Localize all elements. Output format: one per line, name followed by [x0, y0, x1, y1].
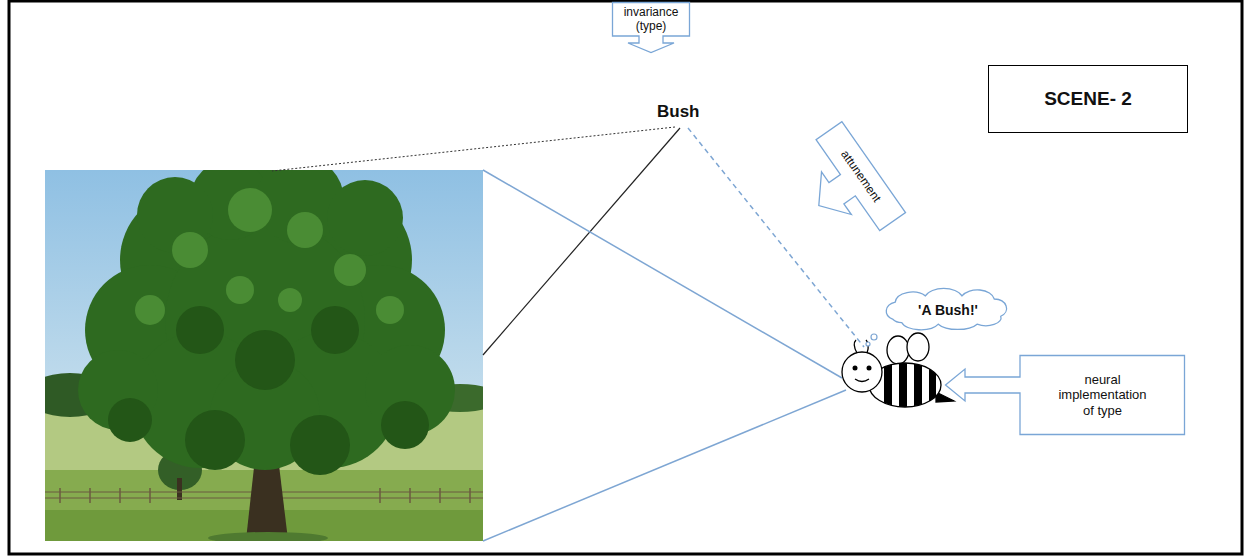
leader-line	[272, 127, 675, 171]
node-text: 'A Bush!'	[918, 302, 978, 319]
outline-path	[613, 3, 690, 53]
text-area: attunement	[816, 121, 906, 231]
bubble-tail	[866, 342, 870, 346]
bubble-tail	[871, 334, 877, 340]
text-area: SCENE- 2	[989, 66, 1187, 132]
leader-line	[483, 128, 680, 355]
text-area: neural implementation of type	[1020, 355, 1185, 435]
node-text: invariance (type)	[616, 5, 686, 34]
node-text: neural implementation of type	[1055, 372, 1151, 419]
view-line	[483, 390, 846, 541]
text-area: 'A Bush!'	[878, 288, 1018, 332]
neural-callout: neural implementation of type	[945, 355, 1185, 435]
scene-box: SCENE- 2	[988, 65, 1188, 133]
outline-shape	[786, 121, 906, 252]
node-text: SCENE- 2	[1044, 88, 1132, 111]
thought-bubble: 'A Bush!'	[878, 288, 1018, 332]
outline-path	[946, 356, 1185, 435]
attunement-arrow: attunement	[786, 121, 906, 252]
tree-photo	[45, 170, 483, 541]
outline-path	[886, 288, 1006, 329]
frame	[9, 1, 1242, 554]
view-line	[483, 170, 842, 378]
bee-figure	[842, 333, 954, 410]
outline-path	[787, 122, 906, 251]
invariance-callout: invariance (type)	[612, 2, 690, 53]
type-label: Bush	[657, 102, 700, 122]
text-area: invariance (type)	[612, 2, 690, 36]
